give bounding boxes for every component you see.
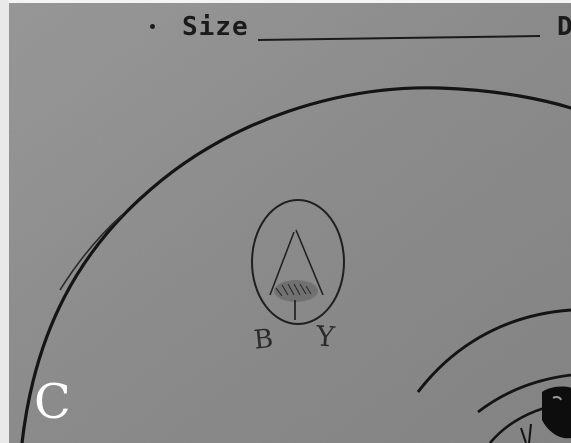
panel-letter: C — [34, 378, 71, 426]
eye-marking — [521, 424, 531, 443]
iris-shape — [542, 387, 571, 439]
handwritten-label-b: B — [252, 324, 274, 356]
handwritten-label-y: Y — [314, 319, 336, 353]
outline-arc — [22, 88, 571, 443]
size-field-underline — [258, 36, 540, 40]
lesion-circle — [252, 200, 344, 324]
lesion-shading — [274, 280, 318, 302]
